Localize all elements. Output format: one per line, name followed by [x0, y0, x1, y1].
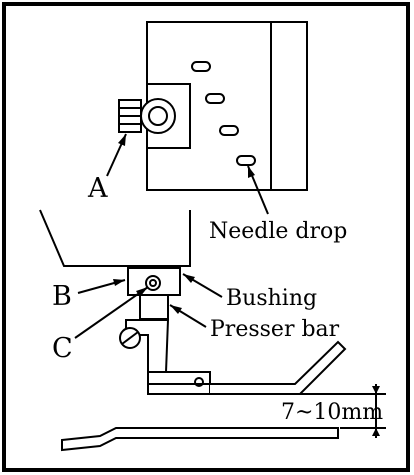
side-view — [39, 209, 386, 452]
bushing-hole — [148, 106, 168, 126]
label-needle-drop: Needle drop — [209, 219, 347, 244]
arrowhead-c — [136, 287, 148, 297]
machine-head — [39, 209, 191, 267]
feed-slot — [205, 93, 225, 104]
arrowhead-b — [113, 279, 125, 286]
label-dimension: 7~10mm — [281, 400, 383, 425]
dimension-arrow-bottom — [372, 428, 380, 436]
label-a: A — [87, 173, 108, 204]
arrowhead-presser-bar — [170, 305, 182, 314]
dimension-arrow-top — [372, 386, 380, 394]
label-c: C — [52, 333, 73, 364]
arrowhead-needle-drop — [248, 166, 255, 178]
foot-bracket — [147, 83, 191, 149]
leader-c — [74, 286, 149, 339]
frame-border — [2, 2, 410, 472]
screw-c-inner — [149, 279, 157, 287]
arrowhead-bushing — [183, 274, 195, 283]
presser-bar — [139, 294, 169, 320]
arrowhead-a — [118, 134, 126, 146]
label-bushing: Bushing — [226, 286, 317, 311]
needle-drop-hole — [236, 155, 256, 166]
feed-slot — [191, 61, 211, 72]
shank-screw-slot — [121, 331, 139, 345]
feed-slot — [219, 125, 239, 136]
needle-plate-side — [61, 427, 339, 452]
foot-toe — [210, 340, 347, 395]
needle-plate-view — [106, 21, 308, 215]
label-presser-bar: Presser bar — [210, 317, 340, 342]
label-b: B — [52, 281, 72, 312]
